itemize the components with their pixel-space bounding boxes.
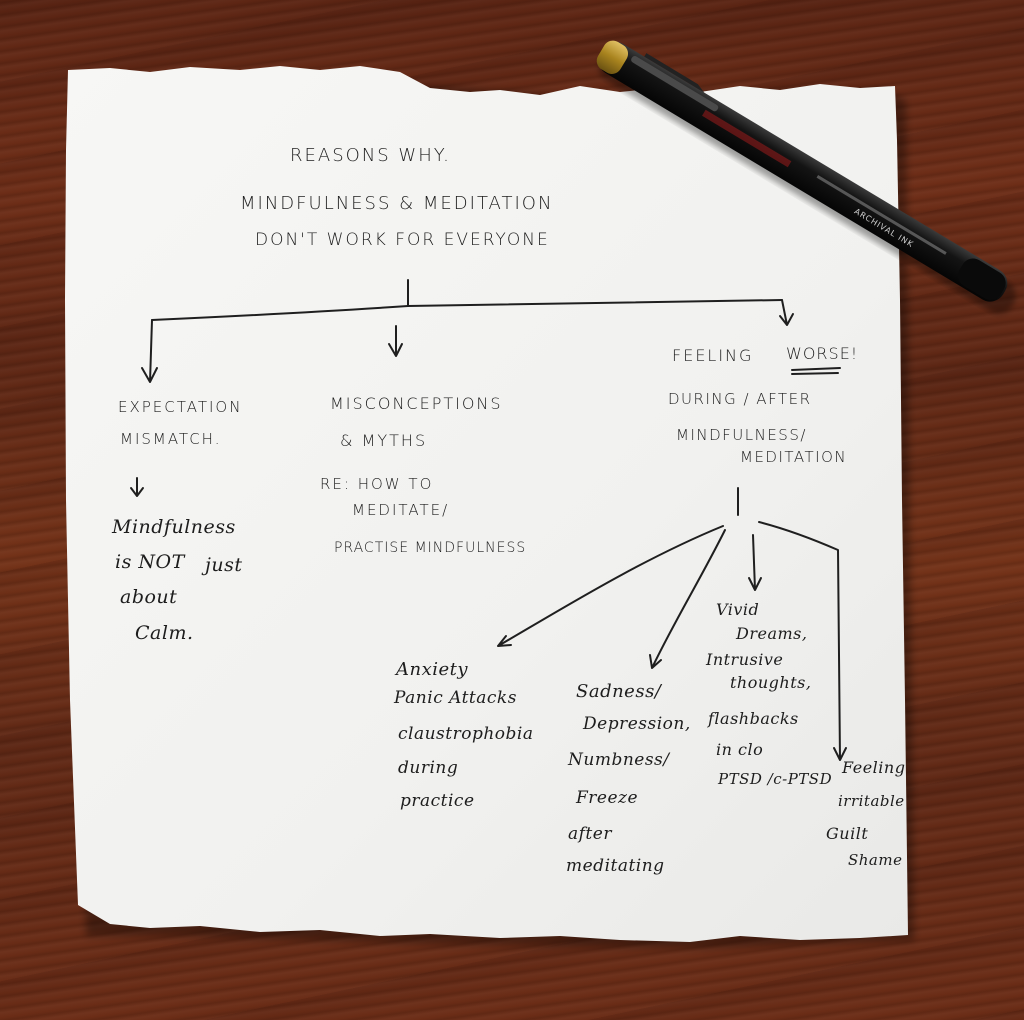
expectation-sub-2: is NOT bbox=[115, 551, 185, 573]
feeling-worse-label-1a: Feeling bbox=[672, 346, 754, 365]
misconceptions-label-5: practise mindfulness bbox=[334, 540, 527, 556]
anxiety-line-3: claustrophobia bbox=[398, 724, 534, 744]
anxiety-line-5: practice bbox=[400, 791, 475, 811]
vivid-line-4: thoughts, bbox=[730, 673, 812, 692]
misconceptions-label-3: re: how to bbox=[320, 475, 434, 493]
expectation-sub-4: Calm. bbox=[135, 622, 194, 644]
expectation-sub-3: about bbox=[120, 586, 178, 608]
vivid-line-2: Dreams, bbox=[736, 624, 808, 643]
sadness-line-1: Sadness/ bbox=[576, 681, 662, 702]
feeling-worse-label-2: During / After bbox=[668, 390, 812, 408]
sadness-line-2: Depression, bbox=[583, 714, 691, 734]
vivid-line-3: Intrusive bbox=[706, 650, 784, 669]
vivid-line-6: in clo bbox=[716, 740, 764, 759]
sadness-line-4: Freeze bbox=[576, 788, 639, 808]
feeling-worse-label-4: meditation bbox=[740, 448, 848, 466]
expectation-label-1: Expectation bbox=[118, 398, 243, 416]
misconceptions-label-4: meditate/ bbox=[352, 501, 450, 519]
irritable-line-3: Guilt bbox=[826, 824, 869, 843]
anxiety-line-1: Anxiety bbox=[396, 659, 469, 680]
title-line-3: don't work for everyone bbox=[255, 230, 550, 250]
sadness-line-5: after bbox=[568, 824, 612, 844]
title-line-1: Reasons why. bbox=[290, 145, 451, 166]
title-line-2: Mindfulness & meditation bbox=[240, 193, 554, 214]
expectation-sub-2b: just bbox=[205, 554, 243, 576]
anxiety-line-4: during bbox=[398, 758, 459, 778]
irritable-line-2: irritable bbox=[838, 792, 905, 810]
expectation-sub-1: Mindfulness bbox=[112, 516, 236, 538]
vivid-line-5: flashbacks bbox=[708, 709, 799, 728]
misconceptions-label-1: Misconceptions bbox=[330, 394, 503, 413]
vivid-line-7: PTSD /c-PTSD bbox=[718, 770, 833, 788]
sadness-line-6: meditating bbox=[566, 856, 665, 876]
anxiety-line-2: Panic Attacks bbox=[394, 688, 517, 708]
feeling-worse-label-3: mindfulness/ bbox=[676, 426, 807, 444]
misconceptions-label-2: & myths bbox=[340, 431, 428, 450]
vivid-line-1: Vivid bbox=[716, 600, 760, 619]
sadness-line-3: Numbness/ bbox=[568, 750, 670, 770]
irritable-line-4: Shame bbox=[848, 851, 903, 869]
feeling-worse-label-1b: worse! bbox=[786, 344, 859, 363]
irritable-line-1: Feeling bbox=[842, 758, 906, 777]
expectation-label-2: Mismatch. bbox=[120, 430, 222, 448]
